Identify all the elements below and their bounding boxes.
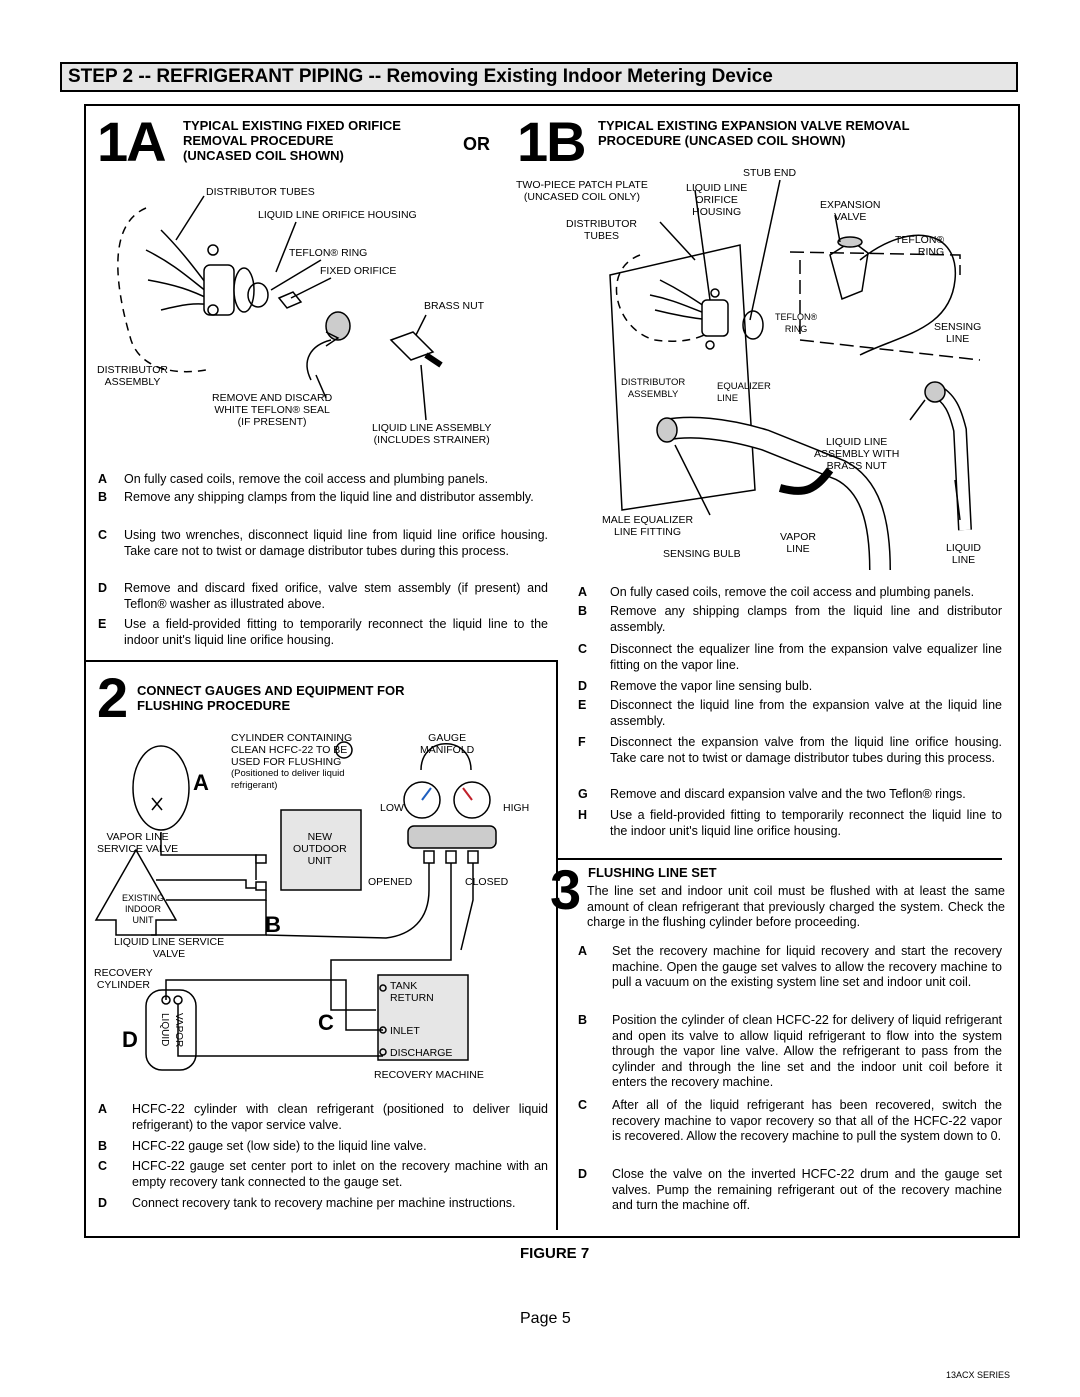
divider [556,858,1002,860]
label-distributor-tubes: DISTRIBUTOR TUBES [206,186,315,198]
ref-d: D [122,1027,138,1052]
label-teflon-ring-1b: TEFLON®RING [895,234,945,258]
divider [556,660,558,1230]
label-patch-plate: TWO-PIECE PATCH PLATE(UNCASED COIL ONLY) [516,179,648,203]
section-3-intro: The line set and indoor unit coil must b… [587,884,1005,929]
label-liquid-port: LIQUID [159,1013,170,1047]
section-number-3: 3 [550,858,581,921]
label-brass-nut: BRASS NUT [424,300,485,312]
series-label: 13ACX SERIES [945,1370,1010,1380]
label-teflon-ring-small: TEFLON®RING [775,312,818,334]
label-recovery-machine: RECOVERY MACHINE [374,1069,484,1081]
section-number-2: 2 [97,666,128,729]
label-orifice-housing: LIQUID LINE ORIFICE HOUSING [258,209,417,221]
figure-caption: FIGURE 7 [520,1245,590,1262]
label-stub-end: STUB END [743,167,797,179]
ref-b: B [265,912,281,937]
label-closed: CLOSED [465,876,509,888]
label-low: LOW [380,802,404,814]
label-liquid-line-assembly: LIQUID LINE ASSEMBLY(INCLUDES STRAINER) [372,422,492,446]
ref-c: C [318,1010,334,1035]
section-title-1b: TYPICAL EXISTING EXPANSION VALVE REMOVAL… [598,118,910,148]
label-inlet: INLET [390,1025,420,1037]
label-fixed-orifice: FIXED ORIFICE [320,265,397,277]
ref-a: A [193,770,209,795]
flushing-connection-diagram [94,741,497,1071]
figure-frame [84,104,1020,1238]
section-number-1b: 1B [517,110,587,173]
fixed-orifice-diagram [117,195,443,421]
divider [86,660,558,662]
label-opened: OPENED [368,876,413,888]
label-vapor-port: VAPOR [173,1013,184,1048]
label-teflon-ring: TEFLON® RING [289,247,368,259]
label-discharge: DISCHARGE [390,1047,453,1059]
section-number-1a: 1A [97,110,167,173]
label-high: HIGH [503,802,530,814]
page-number: Page 5 [520,1310,571,1327]
expansion-valve-diagram [609,179,981,571]
label-sensing-bulb: SENSING BULB [663,548,741,560]
page-header: STEP 2 -- REFRIGERANT PIPING -- Removing… [60,62,1018,92]
section-title-3: FLUSHING LINE SET [588,865,717,880]
or-label: OR [463,134,490,154]
